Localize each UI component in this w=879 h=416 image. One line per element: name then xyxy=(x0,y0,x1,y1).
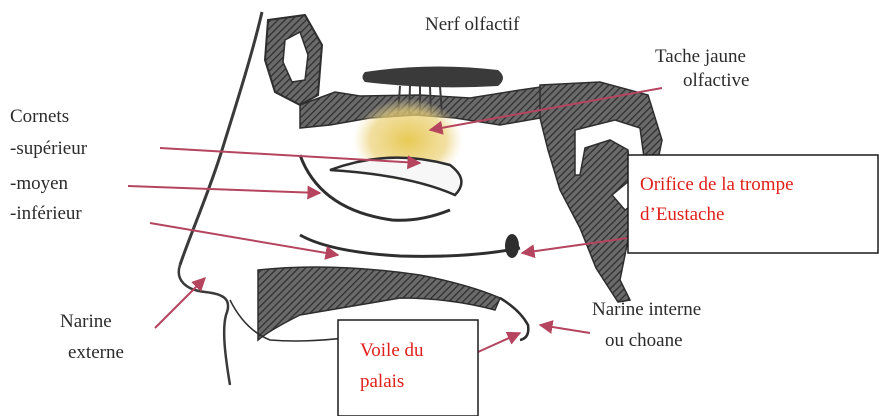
voile-box xyxy=(338,320,478,416)
inferior-turbinate xyxy=(300,235,520,256)
nose-profile xyxy=(179,265,230,385)
label-orifice-1: Orifice de la trompe xyxy=(640,174,794,195)
label-inferieur: -inférieur xyxy=(10,203,82,224)
orifice-callout: Orifice de la trompe d’Eustache xyxy=(628,155,878,253)
label-tache-jaune-2: olfactive xyxy=(683,70,749,91)
arrow-voile xyxy=(478,333,520,352)
label-moyen: -moyen xyxy=(10,173,69,194)
label-nerf-olfactif: Nerf olfactif xyxy=(425,14,520,35)
label-voile-2: palais xyxy=(360,371,404,392)
label-cornets: Cornets xyxy=(10,106,69,127)
label-tache-jaune-1: Tache jaune xyxy=(655,46,746,67)
label-orifice-2: d’Eustache xyxy=(640,204,724,225)
eustachian-orifice xyxy=(505,234,519,258)
label-narine-interne-1: Narine interne xyxy=(592,299,701,320)
label-superieur: -supérieur xyxy=(10,138,88,159)
superior-turbinate xyxy=(330,158,461,195)
arrow-narine-interne xyxy=(540,325,590,333)
voile-callout: Voile du palais xyxy=(338,320,478,416)
nasal-bone xyxy=(180,12,262,265)
label-voile-1: Voile du xyxy=(360,340,424,361)
olfactory-bulb xyxy=(363,66,504,87)
soft-palate xyxy=(500,298,528,340)
label-narine-externe-1: Narine xyxy=(60,311,112,332)
label-narine-interne-2: ou choane xyxy=(605,330,683,351)
arrow-narine-externe xyxy=(155,278,205,328)
label-narine-externe-2: externe xyxy=(68,342,124,363)
arrow-moyen xyxy=(128,186,320,193)
